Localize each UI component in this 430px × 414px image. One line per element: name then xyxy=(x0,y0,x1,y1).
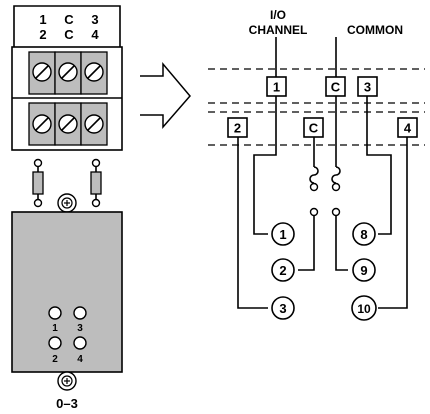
module-label-3: 3 xyxy=(91,12,98,27)
wire-terminal-1-pin-1 xyxy=(253,96,277,235)
module: 1 2 C C 3 4 xyxy=(11,5,123,411)
terminal-box-2 xyxy=(227,117,248,138)
terminal-label-2: 2 xyxy=(234,121,241,136)
pin-label-3: 3 xyxy=(279,301,286,316)
screw-slot xyxy=(87,117,101,131)
wire-terminal-3-pin-8 xyxy=(366,96,392,235)
module-label-2: 2 xyxy=(39,27,46,42)
module-range-label: 0–3 xyxy=(56,396,78,411)
pin-3 xyxy=(271,296,295,320)
led-indicator-1 xyxy=(48,306,62,320)
terminal-box-3 xyxy=(357,76,378,97)
common-header: COMMON xyxy=(347,23,403,37)
arrow-icon xyxy=(140,61,191,130)
module-body xyxy=(11,211,123,373)
pin-2 xyxy=(271,258,295,282)
module-label-c2: C xyxy=(64,27,74,42)
pin-label-1: 1 xyxy=(279,227,286,242)
screw-slot xyxy=(87,65,101,79)
wiring-schematic: I/O CHANNEL COMMON 1 C 3 2 xyxy=(208,8,425,321)
wire-terminal-4-pin-10 xyxy=(378,137,408,309)
led-label-3: 3 xyxy=(77,323,83,334)
screw-slot xyxy=(61,117,75,131)
module-label-4: 4 xyxy=(91,27,99,42)
io-header-line1: I/O xyxy=(270,8,286,22)
screw-slot xyxy=(61,65,75,79)
fuse-right xyxy=(331,166,341,184)
label-bracket xyxy=(13,5,121,47)
pin-label-8: 8 xyxy=(360,227,367,242)
pin-label-10: 10 xyxy=(357,302,371,316)
pin-label-2: 2 xyxy=(279,263,286,278)
fuse-link-left xyxy=(32,158,44,208)
terminal-box-1 xyxy=(266,76,287,97)
terminal-label-1: 1 xyxy=(273,80,280,95)
led-indicator-4 xyxy=(73,336,87,350)
screw-slot xyxy=(35,65,49,79)
wire-common-right-pin-9 xyxy=(335,215,348,271)
wire-common-left-pin-2 xyxy=(298,215,315,271)
terminal-box-c-upper xyxy=(325,76,346,97)
terminal-label-3: 3 xyxy=(364,80,371,95)
led-label-1: 1 xyxy=(52,323,58,334)
module-label-c1: C xyxy=(64,12,74,27)
pin-9 xyxy=(352,258,376,282)
screw-slot xyxy=(35,117,49,131)
led-indicator-3 xyxy=(73,306,87,320)
terminal-box-c-lower xyxy=(303,117,324,138)
wire-terminal-2-pin-3 xyxy=(237,137,268,309)
led-label-2: 2 xyxy=(52,354,58,365)
led-indicator-2 xyxy=(48,336,62,350)
pin-10 xyxy=(351,295,377,321)
module-label-1: 1 xyxy=(39,12,46,27)
pin-label-9: 9 xyxy=(360,263,367,278)
led-label-4: 4 xyxy=(77,354,83,365)
terminal-label-c-lower: C xyxy=(309,121,319,136)
terminal-label-4: 4 xyxy=(404,121,412,136)
fuse-link-right xyxy=(90,158,102,208)
pin-8 xyxy=(352,222,376,246)
terminal-box-4 xyxy=(397,117,418,138)
fuse-left xyxy=(309,166,319,184)
pin-1 xyxy=(271,222,295,246)
io-header-line2: CHANNEL xyxy=(249,23,308,37)
terminal-label-c-upper: C xyxy=(331,80,341,95)
